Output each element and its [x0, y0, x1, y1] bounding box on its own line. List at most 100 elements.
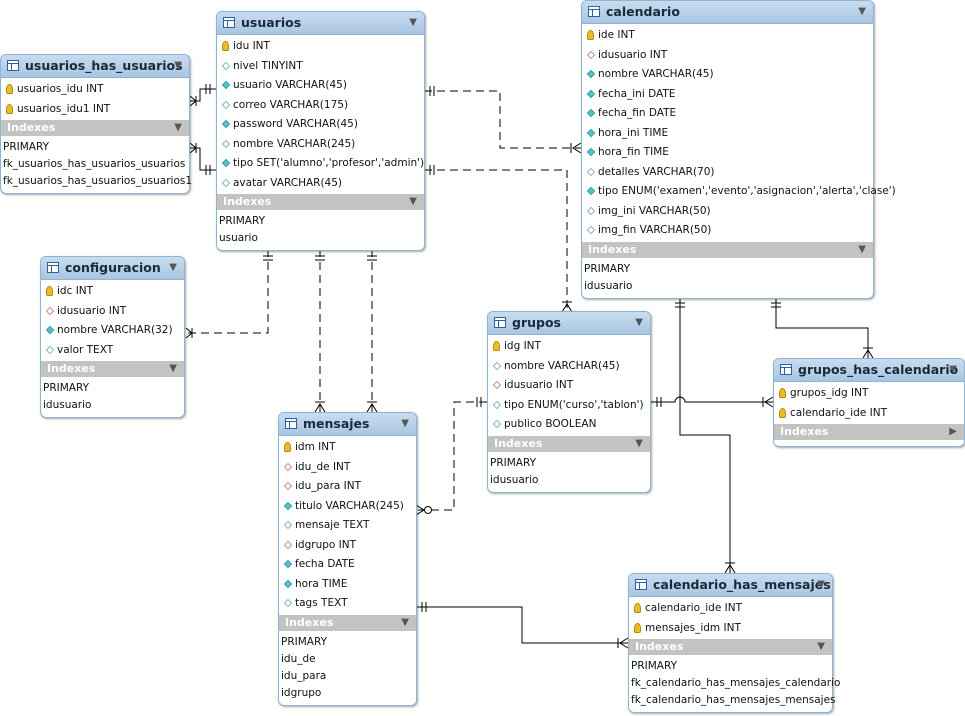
index-row[interactable]: idusuario [490, 473, 539, 486]
column-row[interactable]: tipo ENUM('curso','tablon') [488, 396, 650, 416]
index-row[interactable]: fk_usuarios_has_usuarios_usuarios1 [3, 175, 193, 187]
indexes-bar[interactable]: Indexes▼ [488, 435, 650, 452]
index-row[interactable]: PRIMARY [43, 382, 90, 394]
collapse-triangle-icon[interactable]: ▼ [949, 364, 957, 375]
column-row[interactable]: idu_para INT [279, 477, 416, 497]
column-row[interactable]: usuarios_idu INT [1, 80, 189, 100]
column-row[interactable]: img_ini VARCHAR(50) [582, 202, 873, 222]
index-row[interactable]: fk_calendario_has_mensajes_mensajes [631, 694, 836, 706]
collapse-triangle-icon[interactable]: ▼ [858, 243, 866, 255]
column-row[interactable]: idm INT [279, 438, 416, 458]
column-row[interactable]: ide INT [582, 26, 873, 46]
column-row[interactable]: nombre VARCHAR(32) [41, 321, 184, 341]
column-row[interactable]: idu INT [217, 37, 424, 57]
column-row[interactable]: calendario_ide INT [629, 599, 832, 619]
collapse-triangle-icon[interactable]: ▼ [858, 6, 866, 17]
table-header[interactable]: usuarios ▼ [217, 12, 424, 35]
table-header[interactable]: grupos_has_calendario ▼ [774, 359, 964, 382]
collapse-triangle-icon[interactable]: ▼ [401, 418, 409, 429]
table-header[interactable]: calendario ▼ [582, 1, 873, 24]
collapse-triangle-icon[interactable]: ▼ [817, 579, 825, 590]
collapse-triangle-icon[interactable]: ▼ [401, 616, 409, 628]
column-row[interactable]: idusuario INT [582, 46, 873, 66]
column-row[interactable]: nombre VARCHAR(45) [488, 357, 650, 377]
collapse-triangle-icon[interactable]: ▼ [174, 60, 182, 71]
column-row[interactable]: usuarios_idu1 INT [1, 100, 189, 120]
table-header[interactable]: mensajes ▼ [279, 413, 416, 436]
indexes-bar[interactable]: Indexes▼ [279, 614, 416, 631]
index-row[interactable]: idusuario [584, 279, 633, 292]
column-row[interactable]: mensajes_idm INT [629, 619, 832, 639]
column-row[interactable]: tipo ENUM('examen','evento','asignacion'… [582, 182, 896, 202]
column-row[interactable]: fecha_ini DATE [582, 85, 873, 105]
column-row[interactable]: avatar VARCHAR(45) [217, 174, 424, 194]
collapse-triangle-icon[interactable]: ▼ [409, 196, 417, 207]
indexes-bar[interactable]: Indexes▶ [774, 424, 964, 440]
column-row[interactable]: img_fin VARCHAR(50) [582, 221, 873, 241]
column-row[interactable]: fecha_fin DATE [582, 104, 873, 124]
indexes-bar[interactable]: Indexes▼ [217, 194, 424, 210]
index-row[interactable]: PRIMARY [631, 660, 678, 672]
column-row[interactable]: fecha DATE [279, 555, 416, 575]
index-row[interactable]: idu_para [281, 669, 327, 682]
index-row[interactable]: PRIMARY [490, 456, 537, 469]
collapse-triangle-icon[interactable]: ▼ [817, 641, 825, 652]
column-row[interactable]: tipo SET('alumno','profesor','admin') [217, 154, 424, 174]
indexes-bar[interactable]: Indexes▼ [582, 241, 873, 258]
table-header[interactable]: grupos ▼ [488, 312, 650, 335]
table-header[interactable]: usuarios_has_usuarios ▼ [1, 55, 189, 78]
column-row[interactable]: correo VARCHAR(175) [217, 96, 424, 116]
column-row[interactable]: idusuario INT [41, 302, 184, 322]
column-row[interactable]: idc INT [41, 282, 184, 302]
column-row[interactable]: hora TIME [279, 575, 416, 595]
table-header[interactable]: configuracion ▼ [41, 257, 184, 280]
collapse-triangle-icon[interactable]: ▼ [635, 437, 643, 449]
column-row[interactable]: hora_fin TIME [582, 143, 873, 163]
table-header[interactable]: calendario_has_mensajes ▼ [629, 574, 832, 597]
column-row[interactable]: valor TEXT [41, 341, 184, 361]
collapse-triangle-icon[interactable]: ▼ [169, 363, 177, 374]
column-row[interactable]: hora_ini TIME [582, 124, 873, 144]
column-row[interactable]: nombre VARCHAR(245) [217, 135, 424, 155]
column-row[interactable]: password VARCHAR(45) [217, 115, 424, 135]
index-row[interactable]: usuario [219, 232, 258, 244]
index-row[interactable]: idusuario [43, 399, 92, 411]
table-mensajes[interactable]: mensajes ▼ idm INT idu_de INT idu_para I… [278, 412, 417, 706]
table-calendario_has_mensajes[interactable]: calendario_has_mensajes ▼ calendario_ide… [628, 573, 841, 713]
indexes-bar[interactable]: Indexes▼ [1, 120, 189, 136]
column-row[interactable]: publico BOOLEAN [488, 415, 650, 435]
index-row[interactable]: idu_de [281, 652, 316, 665]
column-row[interactable]: usuario VARCHAR(45) [217, 76, 424, 96]
column-row[interactable]: idu_de INT [279, 458, 416, 478]
index-row[interactable]: fk_usuarios_has_usuarios_usuarios [3, 158, 186, 170]
column-row[interactable]: titulo VARCHAR(245) [279, 497, 416, 517]
column-row[interactable]: grupos_idg INT [774, 384, 964, 404]
index-row[interactable]: PRIMARY [281, 635, 328, 648]
table-usuarios[interactable]: usuarios ▼ idu INT nivel TINYINT usuario… [216, 11, 425, 251]
column-row[interactable]: mensaje TEXT [279, 516, 416, 536]
index-row[interactable]: PRIMARY [584, 262, 631, 275]
column-row[interactable]: idusuario INT [488, 376, 650, 396]
table-usuarios_has_usuarios[interactable]: usuarios_has_usuarios ▼ usuarios_idu INT… [0, 54, 193, 194]
column-row[interactable]: detalles VARCHAR(70) [582, 163, 873, 183]
collapse-triangle-icon[interactable]: ▼ [409, 17, 417, 28]
collapse-triangle-icon[interactable]: ▼ [635, 317, 643, 328]
column-row[interactable]: idg INT [488, 337, 650, 357]
column-row[interactable]: calendario_ide INT [774, 404, 964, 424]
index-row[interactable]: PRIMARY [3, 141, 50, 153]
collapse-triangle-icon[interactable]: ▼ [169, 262, 177, 273]
table-grupos_has_calendario[interactable]: grupos_has_calendario ▼ grupos_idg INT c… [773, 358, 965, 447]
collapse-triangle-icon[interactable]: ▼ [174, 122, 182, 133]
indexes-bar[interactable]: Indexes▼ [629, 639, 832, 655]
table-calendario[interactable]: calendario ▼ ide INT idusuario INT nombr… [581, 0, 896, 299]
expand-triangle-icon[interactable]: ▶ [949, 426, 957, 437]
column-row[interactable]: nivel TINYINT [217, 57, 424, 77]
column-row[interactable]: tags TEXT [279, 594, 416, 614]
index-row[interactable]: idgrupo [281, 686, 322, 699]
column-row[interactable]: nombre VARCHAR(45) [582, 65, 873, 85]
index-row[interactable]: fk_calendario_has_mensajes_calendario [631, 677, 841, 689]
column-row[interactable]: idgrupo INT [279, 536, 416, 556]
table-grupos[interactable]: grupos ▼ idg INT nombre VARCHAR(45) idus… [487, 311, 651, 493]
indexes-bar[interactable]: Indexes▼ [41, 361, 184, 377]
index-row[interactable]: PRIMARY [219, 215, 266, 227]
